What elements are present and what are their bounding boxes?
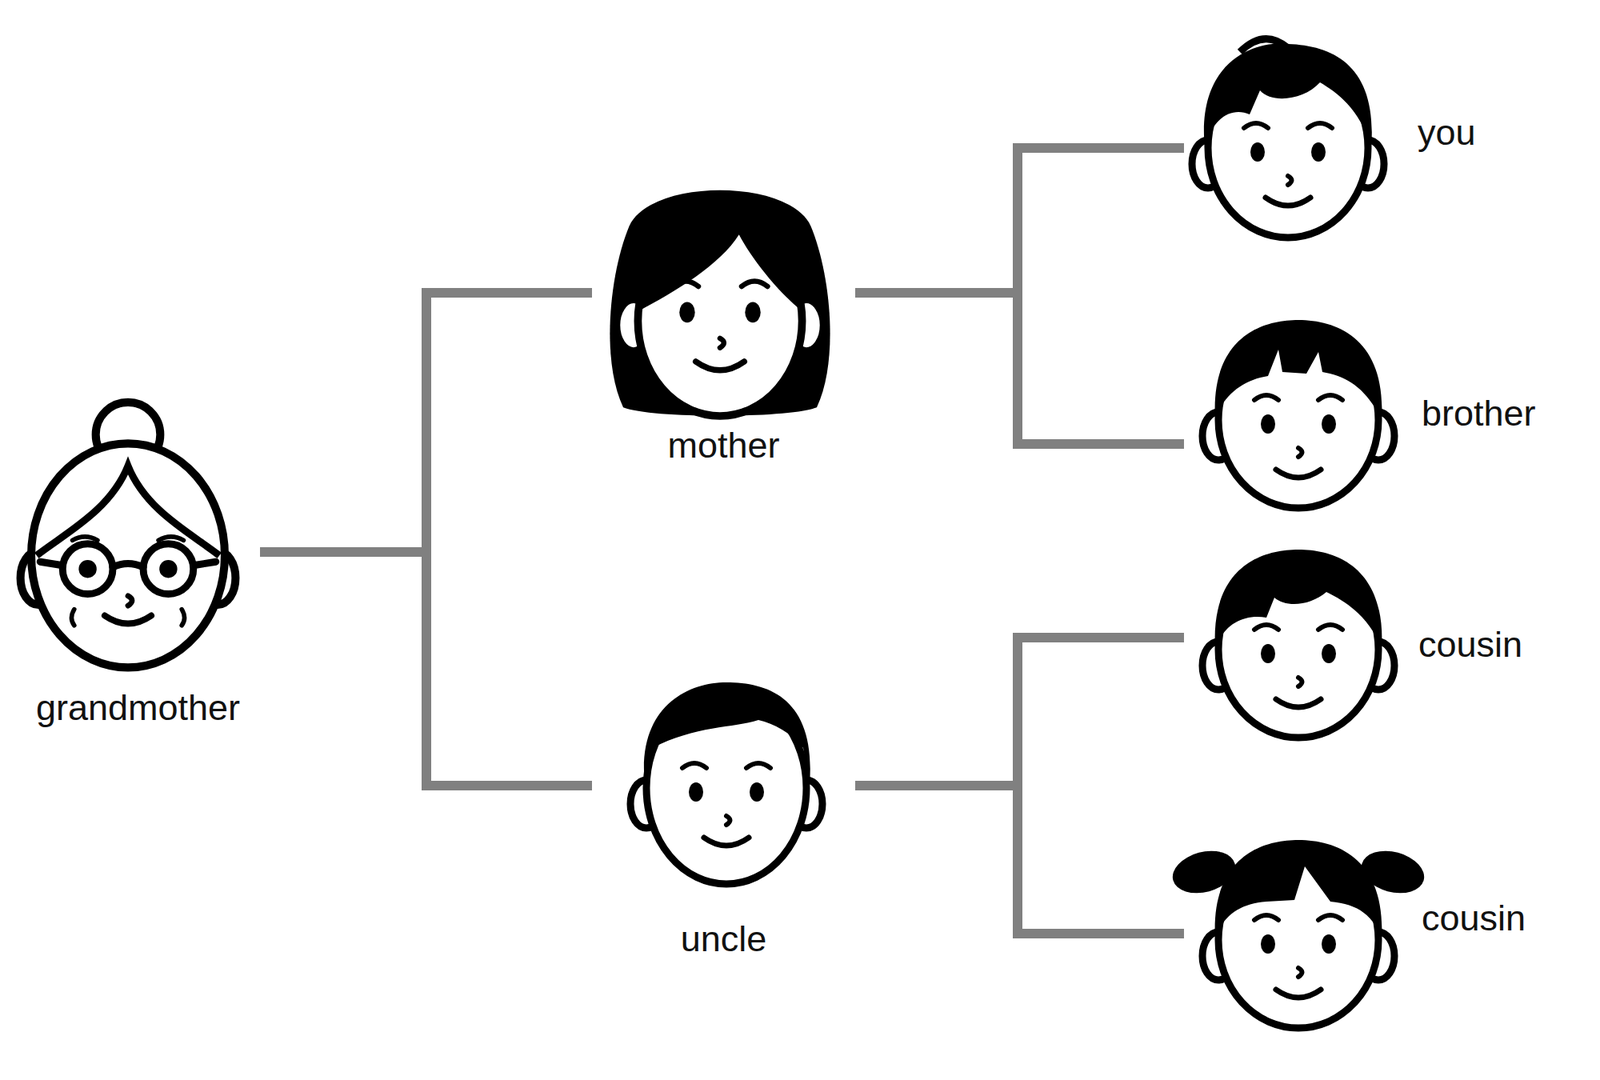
person-node: grandmother [16,376,260,728]
person-node: brother [1184,312,1560,520]
uncle-face [630,682,823,884]
family-connector [855,637,1184,786]
person-label: uncle [592,920,856,958]
person-node: mother [592,160,856,464]
person-node: uncle [592,664,856,960]
person-node: cousin [1184,812,1560,1028]
person-label: cousin [1421,900,1526,937]
you-face [1192,39,1384,238]
cousin-face [1202,549,1395,738]
family-connector [260,552,592,786]
person-label: brother [1421,395,1536,432]
person-label: you [1417,114,1476,152]
person-label: cousin [1418,626,1523,664]
brother-face [1202,320,1395,508]
person-node: cousin [1184,544,1560,752]
person-label: grandmother [16,689,260,727]
person-label: mother [592,427,856,464]
family-connector [855,292,1184,444]
person-node: you [1184,32,1560,264]
cousin-girl-face [1168,840,1429,1028]
family-connector [855,148,1184,293]
grandmother-face [20,402,236,668]
family-connector [855,785,1184,934]
mother-face [609,190,830,416]
family-connector [260,292,592,552]
